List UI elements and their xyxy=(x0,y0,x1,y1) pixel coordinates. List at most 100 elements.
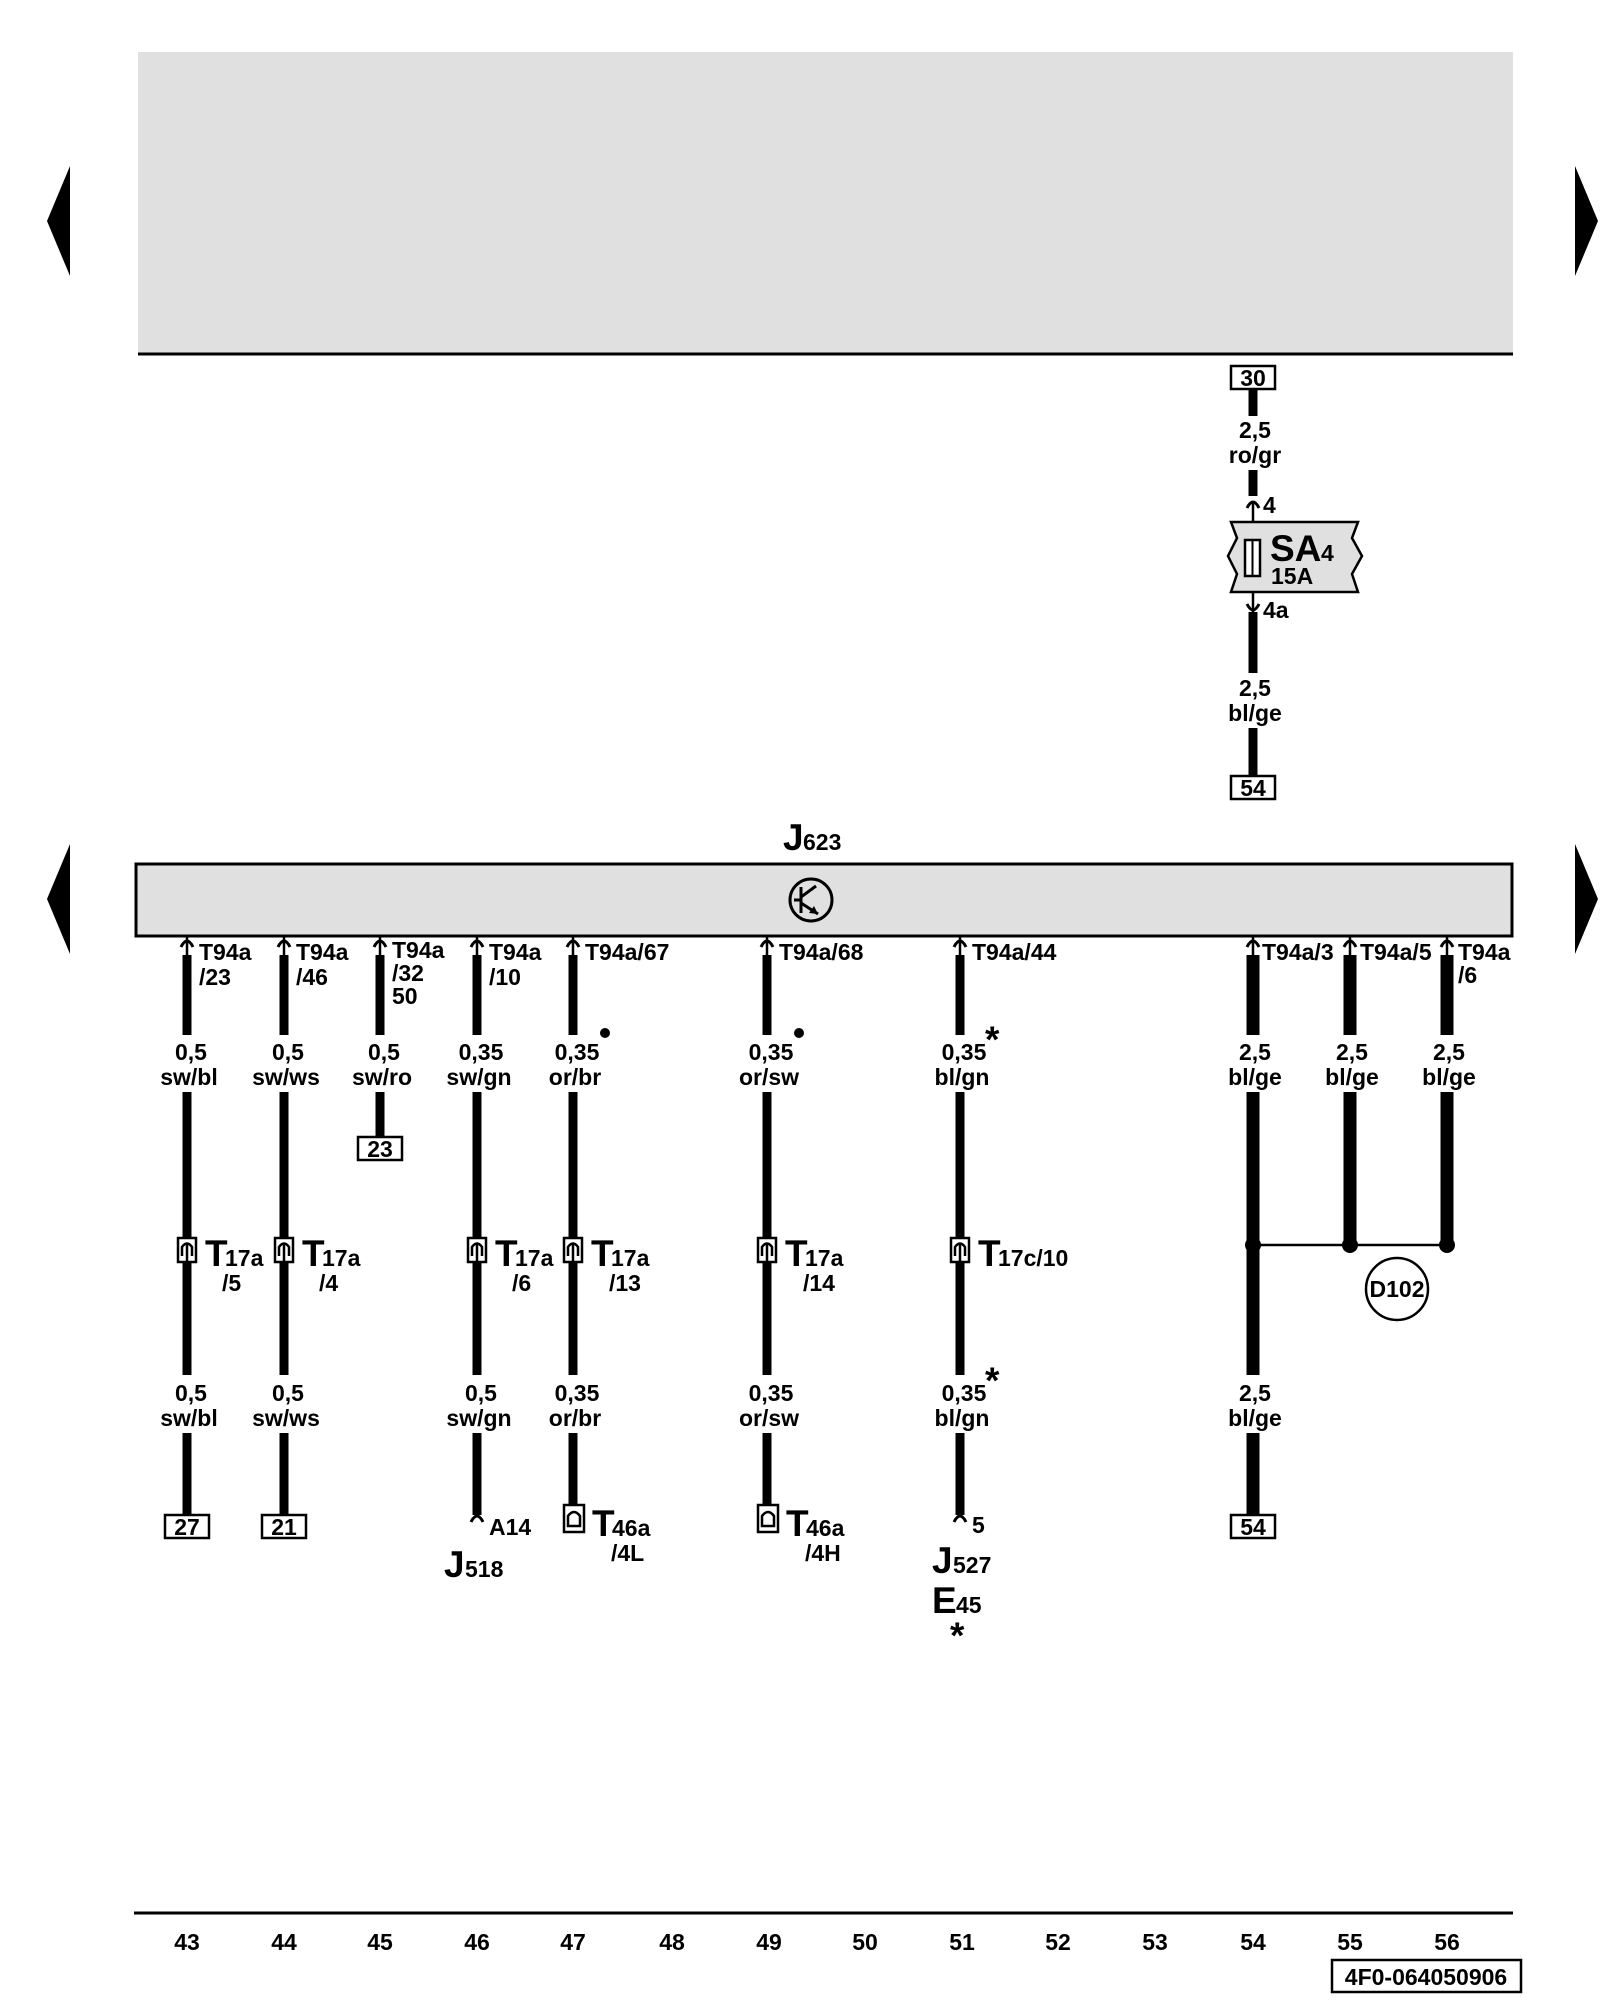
wire-column-46: T94a /10 0,35 sw/gn T 17a /6 0,5 sw/gn A… xyxy=(444,936,554,1585)
c47-conn: T xyxy=(591,1233,614,1274)
c47-pin1: T94a/67 xyxy=(585,939,669,965)
column-number: 53 xyxy=(1142,1929,1168,1955)
c54-size1: 2,5 xyxy=(1239,1039,1271,1065)
c49-conn: T xyxy=(785,1233,808,1274)
c45-pin2: /32 xyxy=(392,960,424,986)
c49-conn-pin: /14 xyxy=(803,1270,835,1296)
c51-note-2: * xyxy=(985,1360,1000,1401)
c46-pin2: /10 xyxy=(489,964,521,990)
c44-pin2: /46 xyxy=(296,964,328,990)
ref-box-54-top xyxy=(1229,774,1277,801)
c44-size2: 0,5 xyxy=(272,1380,304,1406)
c51-size1: 0,35 xyxy=(942,1039,987,1065)
fuse-pin-in-label: 4 xyxy=(1263,492,1276,518)
column-number: 43 xyxy=(174,1929,200,1955)
wire-column-56: T94a /6 2,5 bl/ge xyxy=(1422,936,1511,1245)
c45-ref-box xyxy=(356,1135,404,1162)
column-number: 51 xyxy=(949,1929,975,1955)
c43-color1: sw/bl xyxy=(160,1064,218,1090)
c46-size1: 0,35 xyxy=(459,1039,504,1065)
c46-conn-sub: 17a xyxy=(515,1245,554,1271)
module-body xyxy=(134,862,1514,938)
wire-column-43: T94a /23 0,5 sw/bl T 17a /5 0,5 sw/bl 27 xyxy=(160,936,264,1540)
c46-pin1: T94a xyxy=(489,939,542,965)
c49-pin1: T94a/68 xyxy=(779,939,864,965)
c47-conn-pin: /13 xyxy=(609,1270,641,1296)
c44-size1: 0,5 xyxy=(272,1039,304,1065)
c44-conn-pin: /4 xyxy=(319,1270,338,1296)
fuse-section: 30 2,5 ro/gr 4 SA 4 15A 4a 2,5 bl/ge 54 xyxy=(1226,364,1364,801)
c51-note-3: * xyxy=(950,1615,965,1656)
c46-end-pin: A14 xyxy=(489,1514,531,1540)
c46-color1: sw/gn xyxy=(446,1064,511,1090)
c54-color1: bl/ge xyxy=(1228,1064,1282,1090)
c55-color1: bl/ge xyxy=(1325,1064,1379,1090)
c49-color1: or/sw xyxy=(739,1064,799,1090)
c43-conn: T xyxy=(205,1233,228,1274)
fuse-bottom-size: 2,5 xyxy=(1239,675,1271,701)
c44-conn-sub: 17a xyxy=(322,1245,361,1271)
c51-color1: bl/gn xyxy=(935,1064,990,1090)
c51-end-pin-marker xyxy=(952,1514,968,1523)
c44-ref-box xyxy=(260,1513,308,1540)
doc-id: 4F0-064050906 xyxy=(1345,1964,1507,1990)
fuse-pin-in-marker xyxy=(1245,500,1261,509)
wire-column-44: T94a /46 0,5 sw/ws T 17a /4 0,5 sw/ws 21 xyxy=(252,936,361,1540)
c49-size1: 0,35 xyxy=(749,1039,794,1065)
c46-end-pin-marker xyxy=(469,1514,485,1523)
c51-size2: 0,35 xyxy=(942,1380,987,1406)
c54-color2: bl/ge xyxy=(1228,1405,1282,1431)
c43-conn-pin: /5 xyxy=(222,1270,241,1296)
c45-color1: sw/ro xyxy=(352,1064,412,1090)
column-numbers: 43 44 45 46 47 48 49 50 51 52 53 54 55 5… xyxy=(174,1929,1460,1955)
wire-column-51: T94a/44 0,35 * bl/gn T 17c/10 0,35 * bl/… xyxy=(932,936,1068,1656)
splice-node-54 xyxy=(1245,1237,1261,1253)
fuse-index: 4 xyxy=(1321,540,1334,566)
c46-dest-sub: 518 xyxy=(465,1556,504,1582)
c49-end-conn: T xyxy=(786,1503,809,1544)
wire-column-55: T94a/5 2,5 bl/ge xyxy=(1325,936,1432,1245)
c46-conn: T xyxy=(495,1233,518,1274)
c43-conn-sub: 17a xyxy=(225,1245,264,1271)
ref-54-top-label: 54 xyxy=(1240,775,1266,801)
c45-size1: 0,5 xyxy=(368,1039,400,1065)
c46-size2: 0,5 xyxy=(465,1380,497,1406)
c47-dot-marker xyxy=(600,1028,610,1038)
next-page-arrow-bottom[interactable] xyxy=(1575,844,1598,954)
c51-conn-sub: 17c/10 xyxy=(998,1245,1068,1271)
column-number: 52 xyxy=(1045,1929,1071,1955)
wire-column-54: T94a/3 2,5 bl/ge 2,5 bl/ge 54 xyxy=(1228,936,1334,1540)
c51-pin1: T94a/44 xyxy=(972,939,1057,965)
c45-pin1: T94a xyxy=(392,937,445,963)
fuse-pin-out-label: 4a xyxy=(1263,597,1289,623)
fuse-holder xyxy=(1226,520,1364,594)
c51-dest1-sub: 527 xyxy=(953,1552,991,1578)
c47-end-conn-pin: /4L xyxy=(611,1540,644,1566)
c56-pin1: T94a xyxy=(1458,939,1511,965)
c51-dest2-sub: 45 xyxy=(956,1592,982,1618)
wire-column-47: T94a/67 0,35 or/br T 17a /13 0,35 or/br … xyxy=(549,936,669,1566)
wire-column-45: T94a /32 50 0,5 sw/ro 23 xyxy=(352,936,445,1162)
module-j623: J 623 xyxy=(134,817,1514,938)
splice-node-56 xyxy=(1439,1237,1455,1253)
prev-page-arrow-bottom[interactable] xyxy=(47,844,70,954)
c56-size1: 2,5 xyxy=(1433,1039,1465,1065)
c49-dot-marker xyxy=(794,1028,804,1038)
fuse-name: SA xyxy=(1270,528,1321,569)
column-number: 45 xyxy=(367,1929,393,1955)
column-number: 47 xyxy=(560,1929,586,1955)
c55-size1: 2,5 xyxy=(1336,1039,1368,1065)
next-page-arrow-top[interactable] xyxy=(1575,166,1598,276)
module-index: 623 xyxy=(803,829,841,855)
column-number: 49 xyxy=(756,1929,782,1955)
prev-page-arrow-top[interactable] xyxy=(47,166,70,276)
fuse-bottom-color: bl/ge xyxy=(1228,700,1282,726)
c43-size1: 0,5 xyxy=(175,1039,207,1065)
column-number: 56 xyxy=(1434,1929,1460,1955)
column-number: 55 xyxy=(1337,1929,1363,1955)
c51-conn: T xyxy=(978,1233,1001,1274)
c56-color1: bl/ge xyxy=(1422,1064,1476,1090)
c44-color2: sw/ws xyxy=(252,1405,320,1431)
transistor-icon xyxy=(788,877,834,923)
c51-end-pin: 5 xyxy=(972,1512,985,1538)
